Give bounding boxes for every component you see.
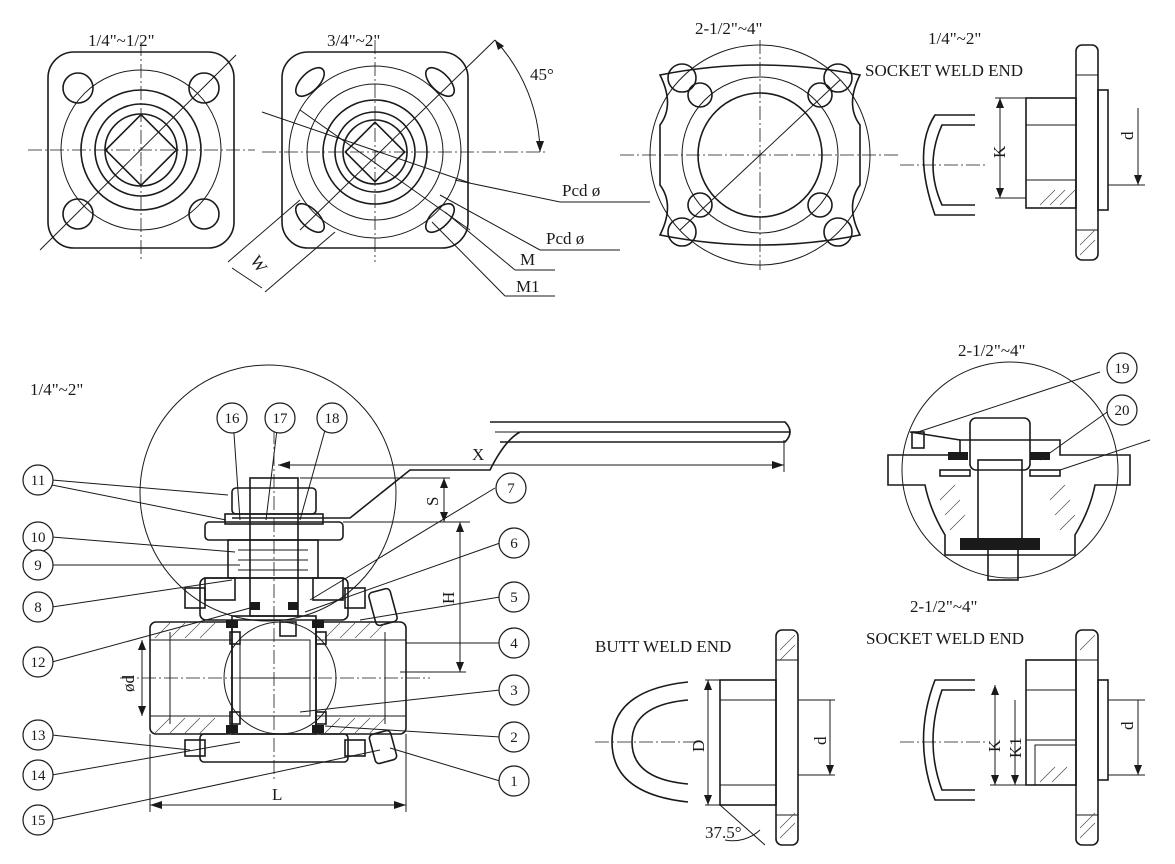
dim-od: ød bbox=[119, 675, 138, 693]
balloon-18: 18 bbox=[316, 402, 348, 434]
balloon-3: 3 bbox=[498, 674, 530, 706]
balloon-7: 7 bbox=[495, 472, 527, 504]
ball-valve-section: 1/4"~2" X S H bbox=[30, 364, 791, 821]
end-label-socket-bottom: SOCKET WELD END bbox=[866, 629, 1024, 648]
svg-text:7: 7 bbox=[507, 481, 515, 497]
size-label-mid-right: 2-1/2"~4" bbox=[958, 341, 1025, 360]
balloon-19: 19 bbox=[1106, 352, 1138, 384]
balloon-13: 13 bbox=[22, 719, 54, 751]
size-label-top-c: 2-1/2"~4" bbox=[695, 19, 762, 38]
pcd-label-1: Pcd ø bbox=[562, 181, 600, 200]
size-label-top-a: 1/4"~1/2" bbox=[88, 31, 155, 50]
socket-weld-view-top: K d 1/4"~2" SOCKET WELD END bbox=[865, 29, 1145, 261]
dim-s: S bbox=[423, 497, 442, 506]
svg-text:13: 13 bbox=[31, 728, 46, 744]
svg-text:16: 16 bbox=[225, 411, 241, 427]
svg-text:15: 15 bbox=[31, 813, 46, 829]
svg-text:4: 4 bbox=[510, 636, 518, 652]
large-size-stem-detail: 2-1/2"~4" 19 20 bbox=[887, 341, 1151, 581]
dim-k1-bottom: K1 bbox=[1006, 737, 1025, 758]
end-label-butt-weld: BUTT WELD END bbox=[595, 637, 731, 656]
size-label-bottom-right: 2-1/2"~4" bbox=[910, 597, 977, 616]
dim-d-butt: d bbox=[811, 736, 830, 745]
angle-label: 45° bbox=[530, 65, 554, 84]
dim-chamfer: 37.5° bbox=[705, 823, 742, 842]
balloon-17: 17 bbox=[264, 402, 296, 434]
svg-text:18: 18 bbox=[325, 411, 340, 427]
balloon-14: 14 bbox=[22, 759, 54, 791]
flange-view-small: 1/4"~1/2" bbox=[28, 31, 255, 260]
svg-text:11: 11 bbox=[31, 473, 45, 489]
svg-text:20: 20 bbox=[1115, 403, 1130, 419]
dim-big-d: D bbox=[689, 740, 708, 752]
end-label-socket-top: SOCKET WELD END bbox=[865, 61, 1023, 80]
dim-d-bottom: d bbox=[1118, 721, 1137, 730]
balloon-15: 15 bbox=[22, 804, 54, 836]
balloon-20: 20 bbox=[1106, 394, 1138, 426]
svg-text:14: 14 bbox=[31, 768, 47, 784]
dim-m1: M1 bbox=[516, 277, 540, 296]
size-label-top-b: 3/4"~2" bbox=[327, 31, 380, 50]
balloon-8: 8 bbox=[22, 591, 54, 623]
svg-text:9: 9 bbox=[34, 558, 42, 574]
balloon-11: 11 bbox=[22, 464, 54, 496]
dim-h: H bbox=[439, 592, 458, 604]
dim-d-top: d bbox=[1118, 131, 1137, 140]
balloon-1: 1 bbox=[498, 765, 530, 797]
svg-text:8: 8 bbox=[34, 600, 42, 616]
svg-text:2: 2 bbox=[510, 730, 518, 746]
svg-text:17: 17 bbox=[273, 411, 289, 427]
balloon-4: 4 bbox=[498, 627, 530, 659]
size-label-mid-left: 1/4"~2" bbox=[30, 380, 83, 399]
dim-x: X bbox=[472, 445, 484, 464]
svg-text:6: 6 bbox=[510, 536, 518, 552]
balloon-5: 5 bbox=[498, 581, 530, 613]
balloon-2: 2 bbox=[498, 721, 530, 753]
balloon-10: 10 bbox=[22, 521, 54, 553]
part-balloons: 16 17 18 11 10 9 8 12 13 14 15 7 6 5 4 3… bbox=[22, 402, 530, 836]
dim-m: M bbox=[520, 250, 535, 269]
balloon-12: 12 bbox=[22, 646, 54, 678]
socket-weld-view-bottom: 2-1/2"~4" SOCKET WELD END K K1 d bbox=[866, 597, 1145, 846]
dim-l: L bbox=[272, 785, 282, 804]
balloon-9: 9 bbox=[22, 549, 54, 581]
svg-text:1: 1 bbox=[510, 774, 518, 790]
svg-text:12: 12 bbox=[31, 655, 46, 671]
balloon-16: 16 bbox=[216, 402, 248, 434]
svg-text:5: 5 bbox=[510, 590, 518, 606]
size-label-top-d: 1/4"~2" bbox=[928, 29, 981, 48]
pcd-label-2: Pcd ø bbox=[546, 229, 584, 248]
butt-weld-end-view: BUTT WELD END D d 37.5° bbox=[595, 629, 835, 846]
svg-text:3: 3 bbox=[510, 683, 518, 699]
svg-text:19: 19 bbox=[1115, 361, 1130, 377]
flange-view-large: 2-1/2"~4" bbox=[620, 19, 900, 270]
dim-w: W bbox=[246, 252, 271, 277]
svg-text:10: 10 bbox=[31, 530, 46, 546]
dim-k-top: K bbox=[990, 145, 1009, 158]
dim-k-bottom: K bbox=[985, 739, 1004, 752]
flange-view-medium: 45° W Pcd ø Pcd ø M M1 3/4"~2" bbox=[227, 31, 650, 297]
balloon-6: 6 bbox=[498, 527, 530, 559]
